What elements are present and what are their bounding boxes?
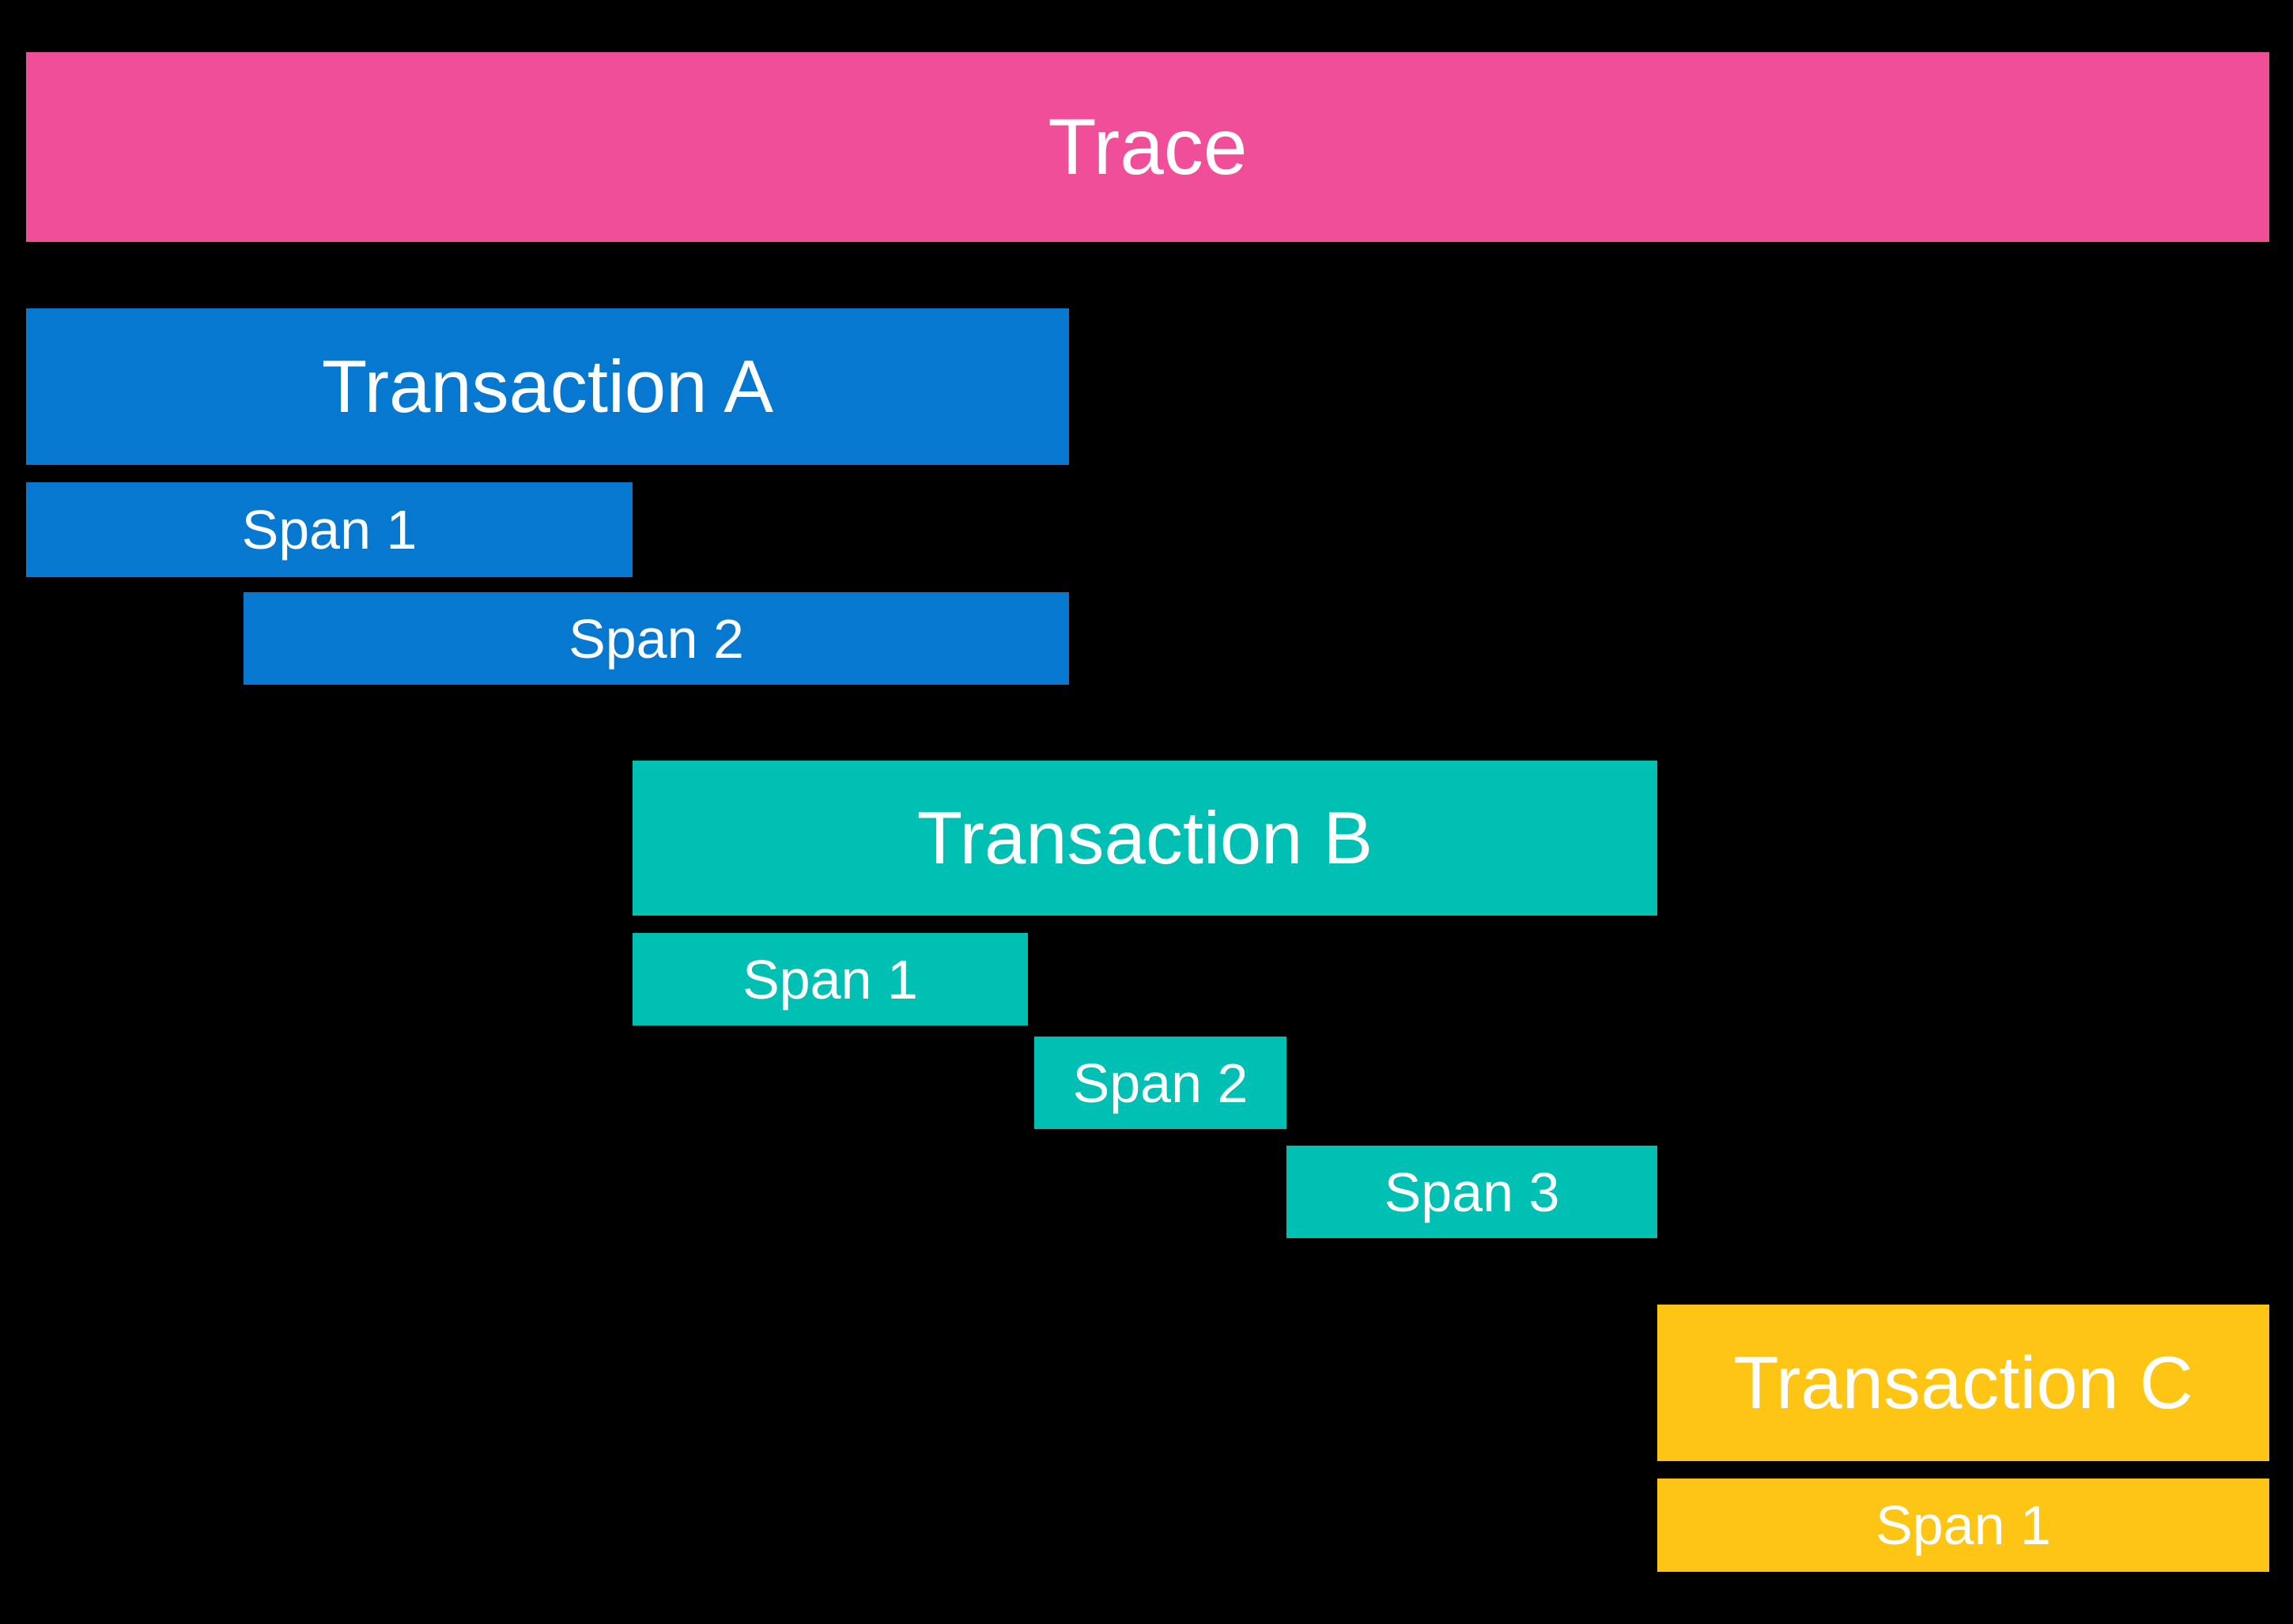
transaction-b-span-3-bar: Span 3: [1286, 1146, 1657, 1238]
trace-label: Trace: [1048, 102, 1248, 191]
transaction-c-bar: Transaction C: [1657, 1305, 2269, 1461]
transaction-b-bar: Transaction B: [633, 761, 1657, 916]
transaction-c-span-1-label: Span 1: [1876, 1494, 2051, 1556]
transaction-b-span-3-label: Span 3: [1384, 1161, 1560, 1223]
trace-bar: Trace: [26, 52, 2269, 242]
transaction-b-span-1-bar: Span 1: [633, 933, 1028, 1025]
transaction-a-span-1-label: Span 1: [241, 499, 417, 561]
transaction-a-label: Transaction A: [321, 345, 774, 428]
transaction-a-span-2-bar: Span 2: [244, 592, 1069, 685]
transaction-b-span-2-bar: Span 2: [1034, 1037, 1286, 1129]
transaction-c-label: Transaction C: [1733, 1341, 2193, 1424]
transaction-a-bar: Transaction A: [26, 308, 1069, 465]
transaction-b-span-1-label: Span 1: [742, 948, 918, 1010]
transaction-c-span-1-bar: Span 1: [1657, 1479, 2269, 1572]
transaction-b-label: Transaction B: [916, 796, 1373, 879]
transaction-a-span-1-bar: Span 1: [26, 482, 633, 577]
transaction-a-span-2-label: Span 2: [569, 607, 744, 670]
transaction-b-span-2-label: Span 2: [1072, 1052, 1248, 1114]
